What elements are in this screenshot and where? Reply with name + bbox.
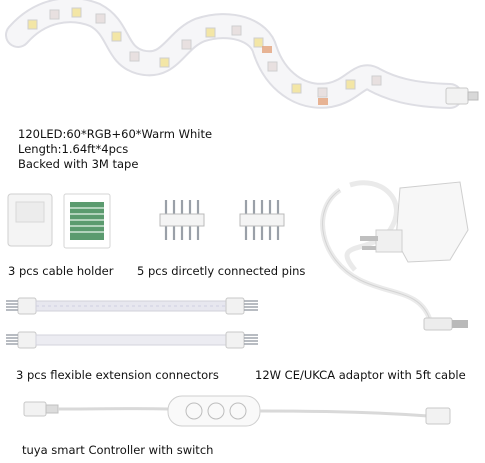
cable-holder-caption: 3 pcs cable holder <box>8 264 114 278</box>
strip-spec-tape: Backed with 3M tape <box>18 157 139 171</box>
controller-caption: tuya smart Controller with switch <box>22 443 214 457</box>
3m-tape-pattern <box>70 202 104 240</box>
led-strip-image <box>5 0 479 109</box>
strip-end-connector <box>445 87 479 105</box>
led-chips <box>27 7 382 98</box>
extension-cable-2 <box>6 331 258 349</box>
plug-body <box>360 181 469 263</box>
extension-caption: 3 pcs flexible extension connectors <box>16 368 219 382</box>
extension-cable-1 <box>6 297 258 315</box>
controller-box <box>167 395 261 427</box>
connector-pins-image <box>159 200 285 240</box>
strip-spec-length: Length:1.64ft*4pcs <box>18 142 129 156</box>
controller-image <box>23 395 451 427</box>
adaptor-image <box>320 180 469 331</box>
extension-connectors-image <box>6 297 258 349</box>
pins-caption: 5 pcs dircetly connected pins <box>137 264 306 278</box>
dc-plug <box>423 317 468 331</box>
strip-spec-leds: 120LED:60*RGB+60*Warm White <box>18 127 213 141</box>
cable-holder-image <box>7 193 111 249</box>
adaptor-caption: 12W CE/UKCA adaptor with 5ft cable <box>255 368 466 382</box>
